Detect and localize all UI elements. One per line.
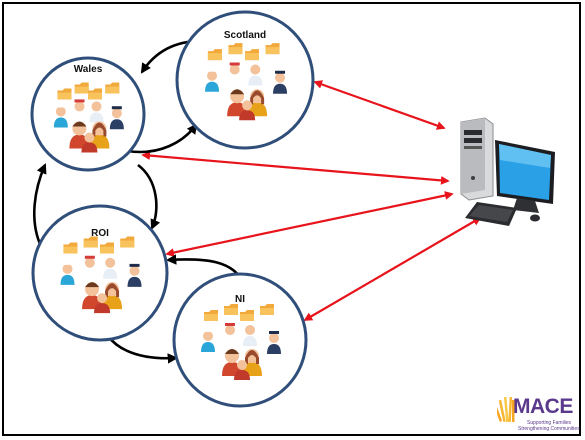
node-label: Scotland [224,30,266,41]
doctor-female-icon [243,325,257,346]
arrow-wales-to-roi [137,163,161,230]
police-icon [267,331,281,354]
family-icon [69,121,110,153]
logo-tagline-2: Strengthening Communities [518,426,580,432]
computer-keyboard [465,202,517,226]
family-icon [222,349,262,380]
nurse-icon [223,323,237,346]
arrow-wales-to-scotland [121,123,198,154]
doctor-icon [60,261,75,285]
folder-icon [265,43,280,55]
folder-icon [88,88,102,100]
folder-icon [224,304,238,315]
folder-icon [207,49,222,61]
computer-mouse [530,214,540,222]
node-label: ROI [91,228,109,239]
folder-icon [204,310,218,321]
doctor-female-icon [248,64,263,86]
red-arrows [141,80,482,321]
police-icon [127,263,142,287]
folder-icon [245,49,259,61]
family-icon [82,282,123,314]
arrow-scotland-computer [313,80,446,130]
node-label: Wales [74,64,103,75]
nurse-icon [82,255,97,279]
logo-tagline-1: Supporting Families [527,420,572,426]
family-icon [227,89,268,121]
doctor-icon [53,104,68,128]
node-ni: NI [172,272,308,408]
mace-logo-mark [497,396,515,423]
mace-logo [497,396,515,423]
folder-icon [105,82,120,94]
folder-icon [83,236,98,248]
computer-tower [460,117,494,201]
node-scotland: Scotland [175,10,315,150]
police-icon [273,70,288,94]
arrow-roi-to-wales [32,163,47,245]
doctor-female-icon [89,101,104,123]
arrow-roi-computer [165,191,454,257]
nurse-icon [72,99,87,123]
folder-icon [260,304,274,315]
folder-icon [74,82,89,94]
computer-monitor [495,140,555,213]
node-wales: Wales [30,56,146,172]
doctor-icon [201,329,215,352]
computer-icon [460,117,555,226]
logo-name: MACE [513,395,573,418]
folder-icon [240,310,254,321]
doctor-icon [205,68,220,92]
police-icon [109,106,124,130]
nurse-icon [227,62,242,86]
node-roi: ROI [31,204,169,342]
folder-icon [63,242,78,254]
doctor-female-icon [103,257,118,279]
node-label: NI [235,294,245,305]
folder-icon [228,43,243,55]
slide-border [2,2,581,436]
node-circle [31,204,169,342]
arrow-ni-computer [303,217,482,321]
folder-icon [100,242,114,254]
folder-icon [120,236,135,248]
folder-icon [57,88,72,100]
arrow-wales-computer [141,151,450,185]
